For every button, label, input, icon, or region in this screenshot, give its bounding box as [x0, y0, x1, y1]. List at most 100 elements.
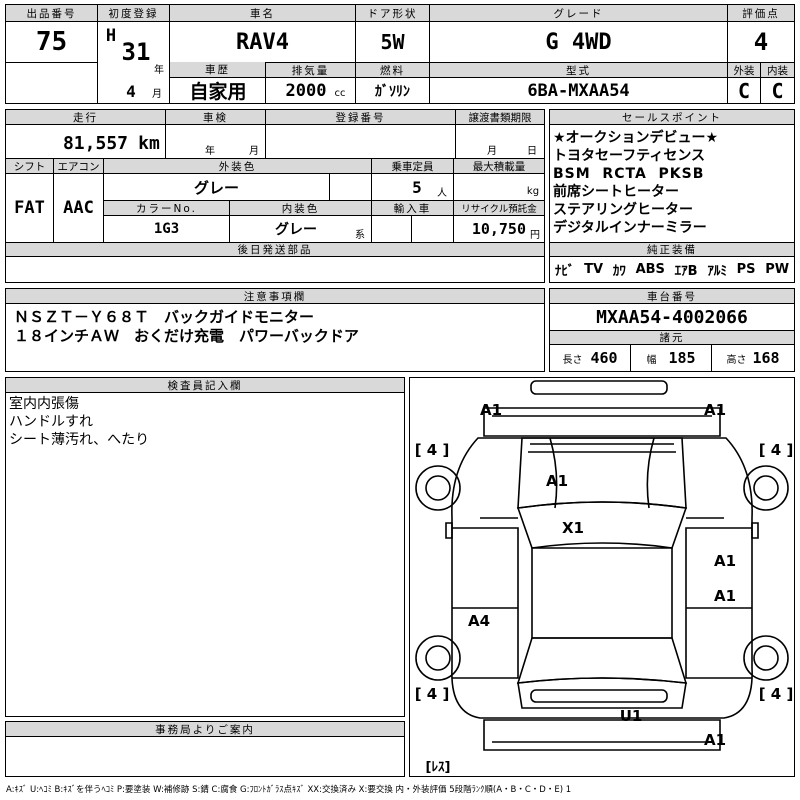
- legend-text: A:ｷｽﾞ U:ﾍｺﾐ B:ｷｽﾞを伴うﾍｺﾐ P:要塗装 W:補修跡 S:錆 …: [6, 785, 572, 795]
- mileage-value: 81,557: [62, 132, 128, 154]
- recycle-label: リサイクル預託金: [454, 201, 544, 216]
- notes-block: 注意事項欄 ＮＳＺＴ－Ｙ６８Ｔ バックガイドモニター １８インチＡＷ おくだけ充…: [5, 288, 545, 372]
- load-box: [454, 174, 544, 201]
- width-label: 幅: [646, 354, 657, 366]
- year-unit: 年: [154, 64, 164, 76]
- color-no-label: カラーNo.: [104, 201, 230, 216]
- history-value: 自家用: [189, 81, 247, 103]
- grade-value: G 4WD: [430, 22, 728, 62]
- tire-front-right: [ 4 ]: [758, 441, 794, 459]
- car-name-value: RAV4: [170, 22, 356, 62]
- width-box: 幅 185: [631, 345, 712, 371]
- sales-point-line: 前席シートヒーター: [553, 184, 679, 200]
- spec-label: 諸元: [550, 331, 794, 345]
- inspection-box: [166, 125, 266, 159]
- capacity-value: 5: [412, 178, 422, 197]
- reg-no-label: 登録番号: [266, 110, 456, 125]
- length-box: 長さ 460: [550, 345, 631, 371]
- mileage-box: [6, 125, 166, 159]
- fuel-label: 燃料: [356, 62, 430, 78]
- door-value: 5W: [356, 22, 430, 62]
- length-label: 長さ: [562, 354, 583, 366]
- equipment-item: ABS: [635, 262, 665, 277]
- color-no-value: 1G3: [104, 216, 230, 242]
- recycle-value: 10,750: [471, 220, 526, 238]
- int-color-suffix: 系: [355, 229, 365, 241]
- middle-block: 走行 81,557 km 車検 年 月 登録番号 譲渡書類期限 月 日 シフト …: [5, 109, 545, 283]
- sales-point-label: セールスポイント: [550, 110, 794, 125]
- reg-no-box: [266, 125, 456, 159]
- exterior-label: 外装: [728, 62, 761, 78]
- sales-point-line: ★オークションデビュー★: [553, 130, 719, 146]
- int-color-box: [230, 216, 372, 242]
- int-color-value: グレー: [275, 222, 317, 238]
- sales-point-line: トヨタセーフティセンス: [553, 148, 706, 164]
- model-label: 型式: [430, 62, 728, 78]
- inspector-block: 検査員記入欄 室内内張傷 ハンドルすれ シート薄汚れ、へたり: [5, 377, 405, 717]
- int-color-label: 内装色: [230, 201, 372, 216]
- spare-tire: [ﾚｽ]: [425, 759, 451, 775]
- ext-color-label: 外装色: [104, 159, 372, 174]
- mileage-unit: km: [138, 132, 160, 154]
- recycle-unit: 円: [530, 229, 540, 241]
- equipment-item: PW: [765, 262, 790, 277]
- fuel-value: ｶﾞｿﾘﾝ: [356, 78, 430, 103]
- interior-label: 内装: [761, 62, 794, 78]
- chassis-block: 車台番号 MXAA54-4002066 諸元 長さ 460 幅 185 高さ 1…: [549, 288, 795, 372]
- height-label: 高さ: [726, 354, 747, 366]
- inspector-line: ハンドルすれ: [9, 414, 93, 430]
- interior-value: C: [771, 78, 784, 103]
- notes-text: ＮＳＺＴ－Ｙ６８Ｔ バックガイドモニター １８インチＡＷ おくだけ充電 パワーバ…: [14, 308, 359, 346]
- mark-left-rear-door: A4: [467, 612, 491, 630]
- first-reg-box: [98, 22, 170, 103]
- inspector-line: 室内内張傷: [9, 396, 79, 412]
- chassis-number: MXAA54-4002066: [550, 304, 794, 331]
- equipment-label: 純正装備: [550, 242, 794, 257]
- grade-label: グレード: [430, 5, 728, 22]
- later-parts-label: 後日発送部品: [6, 242, 544, 257]
- mark-roof: X1: [561, 519, 584, 537]
- mileage-label: 走行: [6, 110, 166, 125]
- sales-point-line: ステアリングヒーター: [553, 202, 693, 218]
- import-box: [372, 216, 454, 242]
- equipment-row: ﾅﾋﾞ TV ｶﾜ ABS ｴｱB ｱﾙﾐ PS PW: [550, 257, 794, 282]
- sales-point-list: ★オークションデビュー★ トヨタセーフティセンス BSM RCTA PKSB 前…: [553, 129, 793, 237]
- load-unit: kg: [526, 185, 540, 197]
- transfer-day: 日: [527, 145, 537, 157]
- tire-rear-left: [ 4 ]: [414, 685, 450, 703]
- first-reg-label: 初度登録: [98, 5, 170, 22]
- chassis-label: 車台番号: [550, 289, 794, 304]
- month-unit: 月: [152, 88, 162, 100]
- office-label: 事務局よりご案内: [6, 722, 404, 737]
- capacity-unit: 人: [437, 187, 447, 199]
- tire-front-left: [ 4 ]: [414, 441, 450, 459]
- equipment-item: ｴｱB: [674, 264, 698, 279]
- height-box: 高さ 168: [712, 345, 794, 371]
- inspection-label: 車検: [166, 110, 266, 125]
- door-label: ドア形状: [356, 5, 430, 22]
- tire-rear-right: [ 4 ]: [758, 685, 794, 703]
- transfer-box: [456, 125, 544, 159]
- ac-label: エアコン: [54, 159, 104, 174]
- transfer-label: 譲渡書類期限: [456, 110, 544, 125]
- lot-no-value: 75: [6, 22, 98, 62]
- capacity-box: [372, 174, 454, 201]
- mark-right-front-door: A1: [713, 552, 737, 570]
- sales-point-block: セールスポイント ★オークションデビュー★ トヨタセーフティセンス BSM RC…: [549, 109, 795, 283]
- transfer-month: 月: [487, 145, 497, 157]
- lot-no-blank: [6, 62, 98, 103]
- displacement-box: [266, 78, 356, 103]
- era-value: H: [105, 26, 117, 46]
- lot-no-label: 出品番号: [6, 5, 98, 22]
- displacement-unit: cc: [334, 87, 346, 99]
- displacement-value: 2000: [285, 80, 327, 101]
- later-parts-box: [6, 257, 544, 282]
- model-value: 6BA-MXAA54: [430, 78, 728, 103]
- history-label-2: 車歴: [170, 62, 266, 78]
- inspection-year-unit: 年: [205, 145, 215, 157]
- ext-color-value: グレー: [104, 174, 330, 201]
- capacity-label: 乗車定員: [372, 159, 454, 174]
- year-value: 31: [121, 38, 151, 66]
- mark-front-left: A1: [479, 401, 503, 419]
- score-label: 評価点: [728, 5, 794, 22]
